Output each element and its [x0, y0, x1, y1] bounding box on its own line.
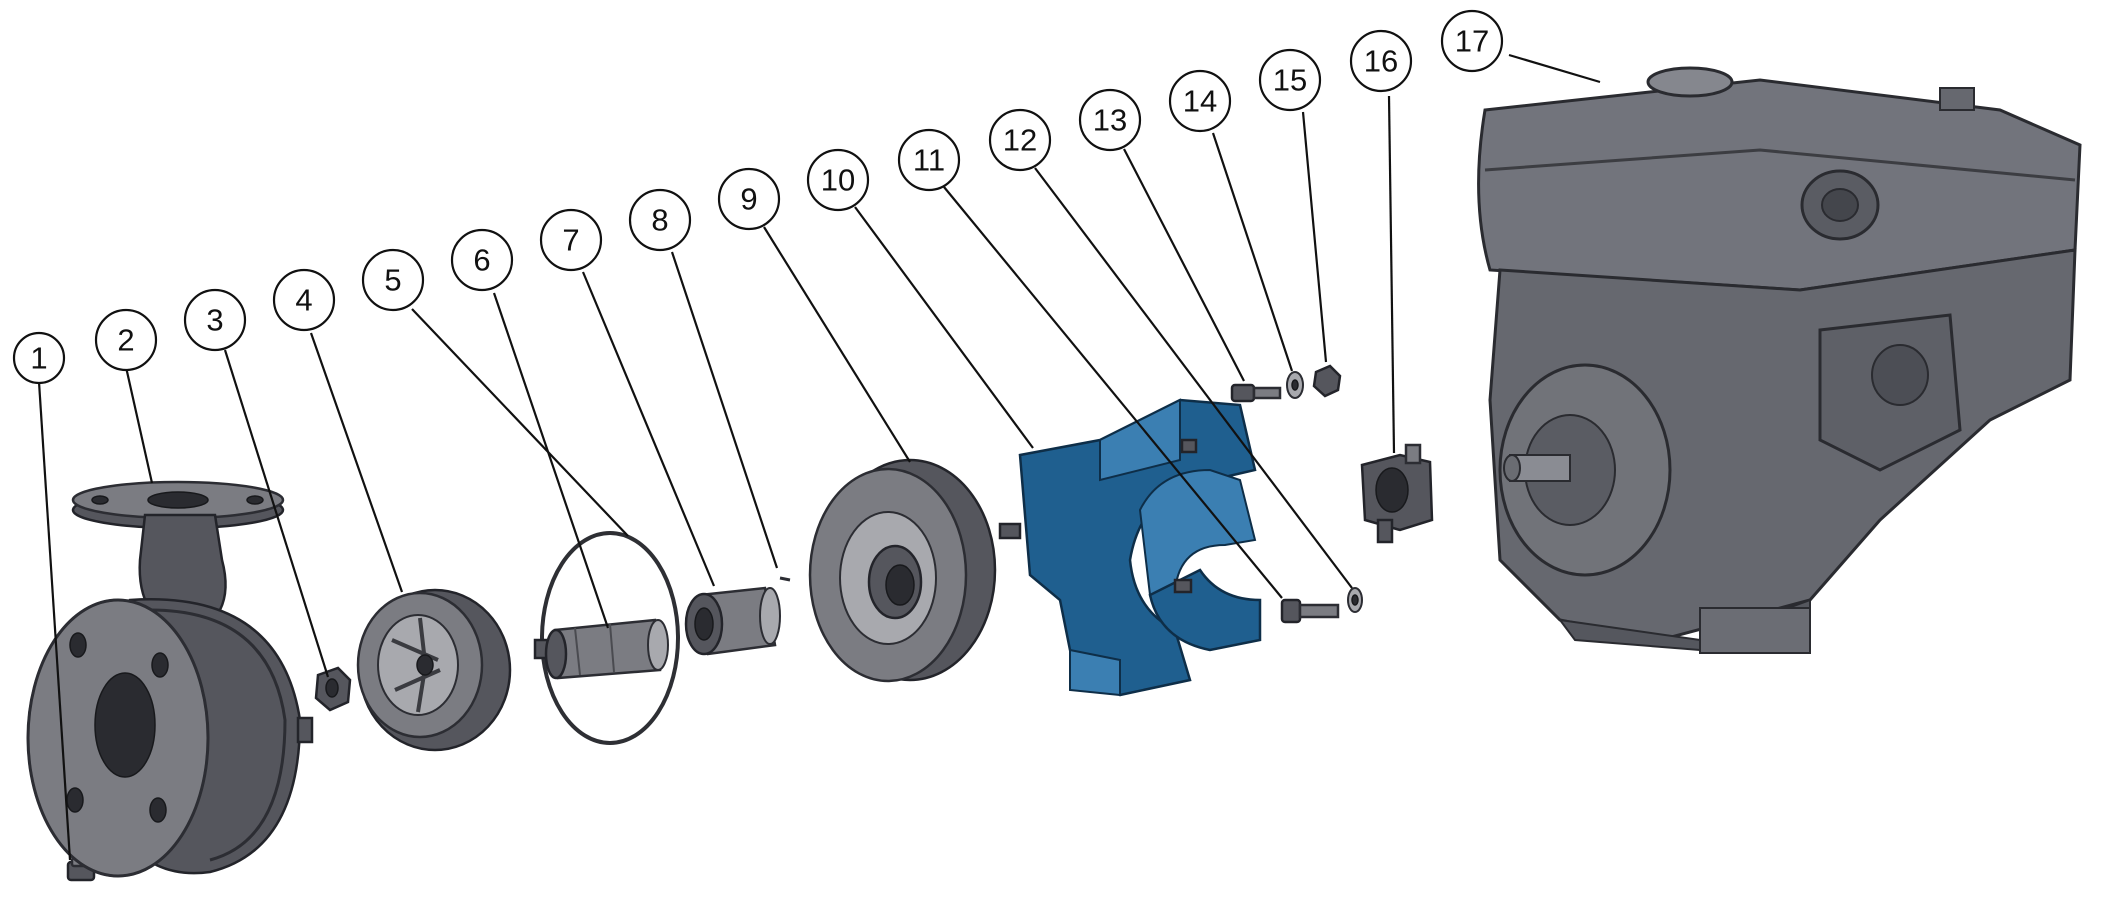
part-11-bolt [1280, 598, 1340, 624]
leader-3 [223, 349, 330, 678]
balloon-1-label: 1 [30, 341, 47, 376]
balloon-8: 8 [628, 188, 692, 252]
balloon-5-label: 5 [384, 263, 401, 298]
part-16-shaft-clamp [1360, 443, 1434, 544]
balloon-12: 12 [988, 108, 1052, 172]
leader-5 [411, 308, 629, 537]
part-9-back-plate [808, 458, 997, 683]
leader-13 [1123, 148, 1245, 382]
balloon-7-label: 7 [562, 223, 579, 258]
balloon-14-label: 14 [1183, 84, 1217, 119]
balloon-11: 11 [897, 128, 961, 192]
leader-14 [1211, 132, 1294, 372]
leader-9 [763, 226, 911, 463]
balloon-2: 2 [94, 308, 158, 372]
part-13-bolt [1230, 383, 1282, 403]
leader-10 [854, 206, 1034, 449]
part-3-hex-nut [314, 666, 352, 712]
leader-17 [1508, 53, 1601, 84]
balloon-17: 17 [1440, 9, 1504, 73]
part-6-shaft-sleeve [533, 618, 669, 680]
leader-15 [1301, 111, 1328, 363]
balloon-9: 9 [717, 167, 781, 231]
leader-1 [37, 381, 72, 861]
balloon-11-label: 11 [913, 143, 945, 178]
leader-lines [37, 53, 1601, 861]
part-12-washer [1347, 587, 1363, 613]
balloon-17-label: 17 [1455, 24, 1489, 59]
balloon-9-label: 9 [740, 182, 757, 217]
balloon-10: 10 [806, 148, 870, 212]
balloon-15: 15 [1258, 48, 1322, 112]
balloon-6: 6 [450, 228, 514, 292]
part-8-pin [779, 576, 791, 582]
balloon-13: 13 [1078, 88, 1142, 152]
leader-16 [1387, 95, 1396, 454]
balloon-12-label: 12 [1003, 123, 1037, 158]
leader-8 [670, 251, 779, 569]
balloon-2-label: 2 [117, 323, 134, 358]
leader-12 [1034, 167, 1353, 589]
part-15-nut [1312, 364, 1342, 398]
leader-6 [492, 292, 610, 629]
balloon-3-label: 3 [206, 303, 223, 338]
leader-2 [124, 366, 154, 484]
leader-4 [309, 332, 404, 593]
part-14-washer [1286, 371, 1304, 399]
balloon-14: 14 [1168, 69, 1232, 133]
balloon-7: 7 [539, 208, 603, 272]
balloon-10-label: 10 [821, 163, 855, 198]
balloon-16-label: 16 [1364, 44, 1398, 79]
balloon-4-label: 4 [295, 283, 312, 318]
balloon-3: 3 [183, 288, 247, 352]
balloon-1: 1 [12, 331, 66, 385]
balloon-15-label: 15 [1273, 63, 1307, 98]
part-10-coupling-bracket [998, 398, 1262, 697]
part-5-o-ring [540, 531, 680, 745]
balloon-6-label: 6 [473, 243, 490, 278]
part-17-engine [1477, 66, 2082, 654]
leader-7 [581, 271, 716, 587]
leader-11 [943, 186, 1283, 599]
balloon-13-label: 13 [1093, 103, 1127, 138]
part-7-bushing [684, 586, 781, 656]
balloon-5: 5 [361, 248, 425, 312]
balloon-8-label: 8 [651, 203, 668, 238]
part-4-impeller [356, 588, 512, 752]
balloon-4: 4 [272, 268, 336, 332]
part-2-volute-casing [26, 480, 314, 878]
balloon-16: 16 [1349, 29, 1413, 93]
